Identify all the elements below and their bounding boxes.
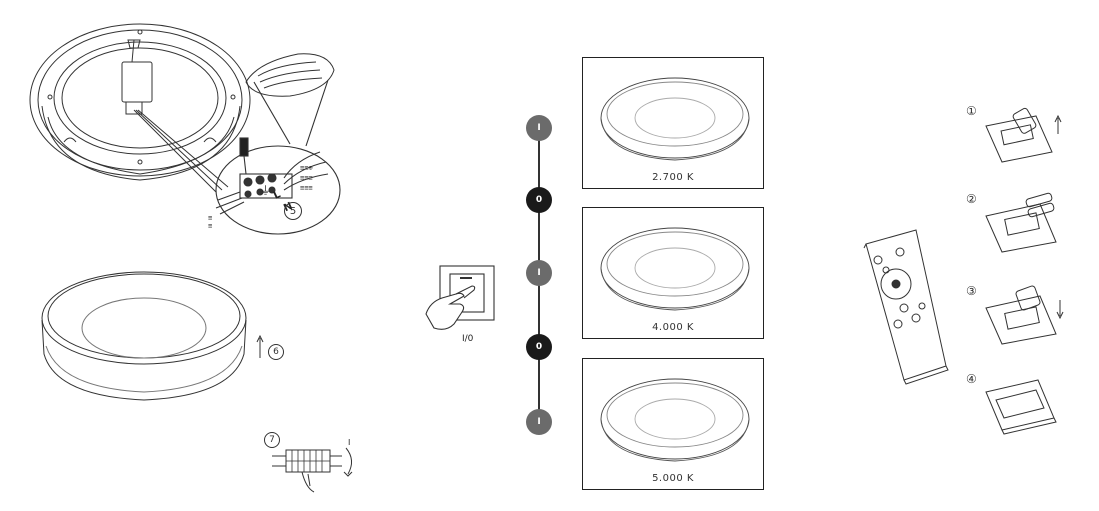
- remote-control-illustration: [863, 226, 949, 385]
- battery-place-drawing: [985, 192, 1057, 253]
- lamp-cover-drawing: [41, 271, 264, 401]
- step-6-marker: 6: [268, 344, 284, 360]
- svg-text:≡≡≡: ≡≡≡: [300, 174, 313, 182]
- switch-state-label: I: [537, 268, 541, 278]
- switch-state-dot: 0: [526, 187, 552, 213]
- step-4-label: ④: [966, 372, 977, 386]
- switch-state-dot: I: [526, 260, 552, 286]
- color-temp-label: 5.000 K: [652, 473, 694, 484]
- step-2-label: ②: [966, 192, 977, 206]
- battery-closed-drawing: [985, 379, 1057, 435]
- battery-step-1: ①: [966, 104, 1066, 164]
- rotate-direction-label: I: [348, 438, 351, 447]
- step-6-label: 6: [273, 347, 279, 357]
- lamp-cover-illustration: 6: [40, 266, 300, 426]
- switch-state-label: 0: [535, 195, 543, 205]
- color-temp-label: 4.000 K: [652, 322, 694, 333]
- color-temp-panel-3: 5.000 K: [582, 358, 764, 490]
- battery-step-4: ④: [966, 372, 1066, 436]
- wall-switch-illustration: I/0: [420, 264, 500, 348]
- lamp-neutral-drawing: [600, 227, 750, 311]
- svg-text:≡: ≡: [208, 222, 212, 230]
- wiring-earth-symbol: ⏚: [260, 184, 271, 197]
- remote-control-drawing: [863, 229, 949, 385]
- step-1-label: ①: [966, 104, 977, 118]
- step-3-label: ③: [966, 284, 977, 298]
- color-temp-panel-1: 2.700 K: [582, 57, 764, 189]
- lamp-warm-drawing: [600, 77, 750, 161]
- ceiling-base-drawing: ≡≡⊕ ≡≡≡ ≡≡≡ ≡≡: [29, 23, 341, 235]
- ceiling-base-wiring-illustration: ≡≡⊕ ≡≡≡ ≡≡≡ ≡≡ ⏚ L N 5: [28, 22, 348, 237]
- switch-state-dot: I: [526, 409, 552, 435]
- switch-state-dot: I: [526, 115, 552, 141]
- svg-text:≡≡⊕: ≡≡⊕: [300, 164, 313, 172]
- battery-step-3: ③: [966, 284, 1066, 348]
- step-7-marker: 7: [264, 432, 280, 448]
- switch-state-label: 0: [535, 342, 543, 352]
- lamp-cool-drawing: [600, 378, 750, 462]
- switch-state-label: I: [537, 123, 541, 133]
- color-temp-panel-2: 4.000 K: [582, 207, 764, 339]
- switch-state-label: I: [537, 417, 541, 427]
- connector-illustration: 7 I: [262, 432, 362, 498]
- svg-text:≡: ≡: [208, 214, 212, 222]
- battery-step-2: ②: [966, 192, 1066, 256]
- battery-cover-drawing: [985, 285, 1064, 345]
- step-5-label: 5: [289, 205, 297, 217]
- connector-drawing: [272, 447, 353, 493]
- battery-insert-drawing: [985, 107, 1062, 163]
- wall-switch-drawing: [425, 265, 495, 330]
- svg-text:≡≡≡: ≡≡≡: [300, 184, 313, 192]
- color-temp-label: 2.700 K: [652, 172, 694, 183]
- wall-switch-label: I/0: [462, 334, 474, 344]
- step-7-label: 7: [269, 435, 275, 445]
- step-5-marker: 5: [284, 202, 302, 220]
- switch-state-dot: 0: [526, 334, 552, 360]
